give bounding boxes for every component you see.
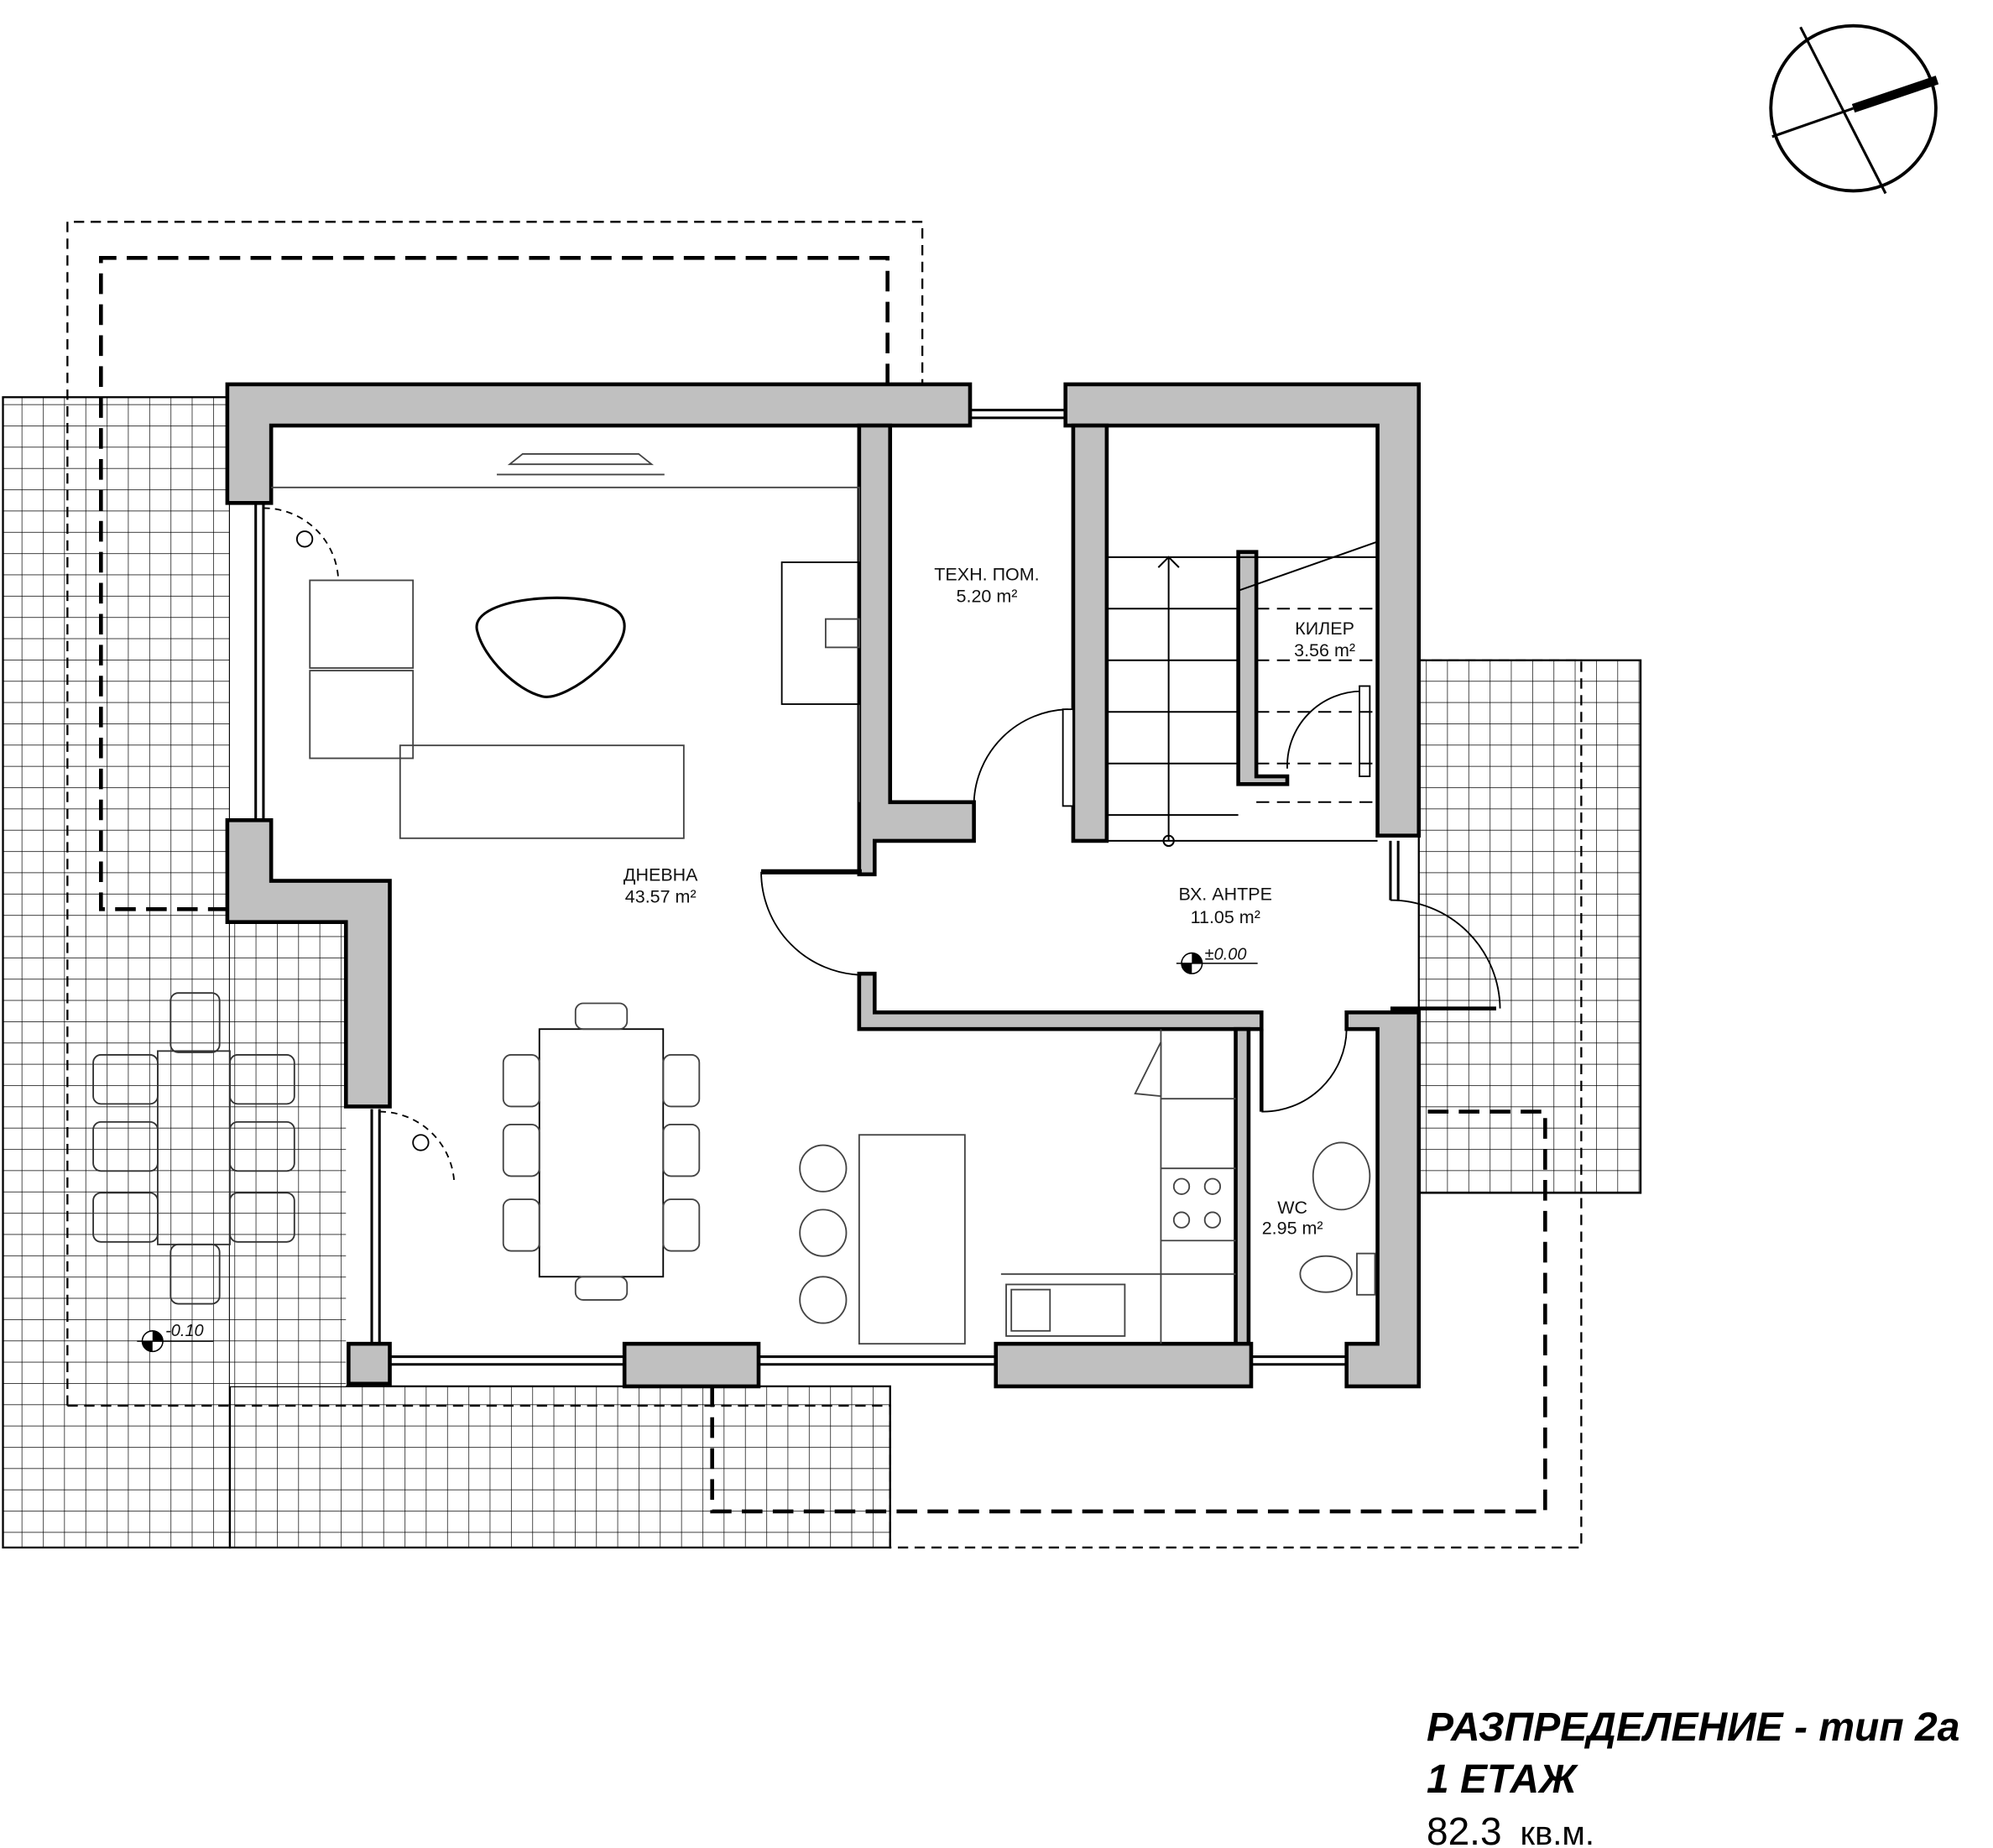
windows [254, 409, 1400, 1366]
total-area: 82.3 кв.м. [1427, 1812, 1959, 1848]
room-area-living: 43.57 m² [625, 887, 697, 907]
floor-area [229, 386, 1416, 1384]
doors [263, 507, 1501, 1184]
title-block: РАЗПРЕДЕЛЕНИЕ - тип 2а 1 ЕТАЖ 82.3 кв.м. [1427, 1708, 1959, 1848]
walls [225, 382, 1422, 1389]
plan-title: РАЗПРЕДЕЛЕНИЕ - тип 2а [1427, 1705, 1960, 1750]
room-name-entrance: ВХ. АНТРЕ [1179, 885, 1272, 905]
north-arrow-icon [1769, 23, 1939, 195]
level-marker-terrace: -0.10 [137, 1322, 213, 1353]
room-area-entrance: 11.05 m² [1191, 907, 1260, 927]
level-terrace: -0.10 [165, 1322, 204, 1340]
chairs [502, 1002, 701, 1301]
room-area-wc: 2.95 m² [1262, 1219, 1323, 1239]
level-marker-entrance: ±0.00 [1176, 945, 1258, 974]
room-name-tech: ТЕХН. ПОМ. [934, 564, 1039, 584]
terrace-tiles [2, 396, 1642, 1549]
room-area-pantry: 3.56 m² [1294, 640, 1355, 660]
room-name-living: ДНЕВНА [623, 865, 698, 885]
room-name-wc: WC [1277, 1198, 1307, 1218]
room-labels: ТЕХН. ПОМ. 5.20 m² ДНЕВНА 43.57 m² ВХ. А… [623, 564, 1355, 1238]
staircase [1106, 540, 1378, 848]
room-area-tech: 5.20 m² [957, 587, 1018, 607]
room-name-pantry: КИЛЕР [1295, 619, 1354, 639]
level-entrance: ±0.00 [1205, 945, 1247, 963]
area-value: 82.3 [1427, 1809, 1502, 1848]
area-unit: кв.м. [1520, 1815, 1595, 1848]
furniture [271, 452, 1376, 1345]
terrace-table [92, 992, 295, 1305]
floor-label: 1 ЕТАЖ [1427, 1757, 1577, 1802]
